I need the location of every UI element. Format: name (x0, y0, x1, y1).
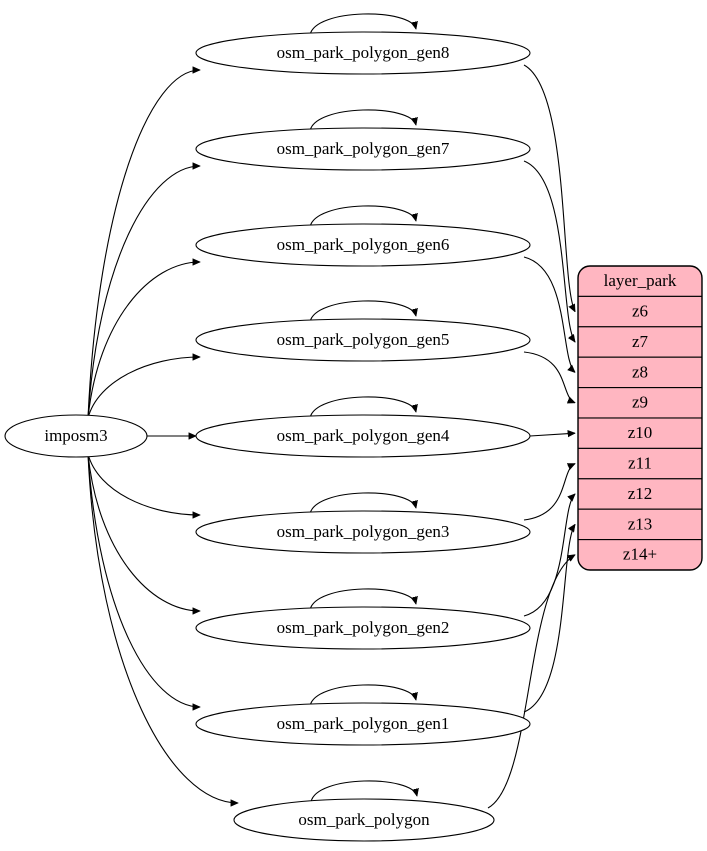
table-rows: layer_park z6 z7 z8 z9 z10 z11 z12 z13 z14+ (578, 266, 702, 570)
node-label-osm_park_polygon_gen2: osm_park_polygon_gen2 (277, 618, 450, 637)
edge-imposm3-to-osm_park_polygon_gen6 (87, 262, 200, 419)
edge-imposm3-to-osm_park_polygon (87, 453, 238, 803)
node-label-osm_park_polygon: osm_park_polygon (298, 810, 430, 829)
self-loop-osm_park_polygon_gen5 (309, 300, 416, 323)
self-loop-osm_park_polygon_gen3 (309, 492, 416, 515)
edge-osm_park_polygon_gen1-to-z13 (523, 524, 575, 713)
self-loop-edges (309, 13, 417, 803)
table-row-cell-z10 (578, 417, 702, 449)
node-label-osm_park_polygon_gen5: osm_park_polygon_gen5 (277, 330, 450, 349)
table-row-cell-z6 (578, 295, 702, 328)
node-ellipse-osm_park_polygon_gen2[interactable] (195, 606, 531, 650)
table-row-label-z6: z6 (632, 302, 648, 321)
table-outline (577, 265, 703, 571)
table-row-label-z9: z9 (632, 393, 648, 412)
table-row-label-z12: z12 (628, 484, 653, 503)
node-label-osm_park_polygon_gen4: osm_park_polygon_gen4 (277, 426, 450, 445)
edges-to-layer-park (487, 64, 576, 809)
node-ellipse-osm_park_polygon[interactable] (233, 798, 495, 842)
node-osm_park_polygon_gen4[interactable]: osm_park_polygon_gen4 (195, 414, 531, 458)
node-ellipse-osm_park_polygon_gen1[interactable] (195, 702, 531, 746)
node-ellipse-osm_park_polygon_gen3[interactable] (195, 510, 531, 554)
source-node-imposm3: imposm3 (4, 414, 148, 458)
table-row-label-z7: z7 (632, 332, 649, 351)
node-osm_park_polygon_gen8[interactable]: osm_park_polygon_gen8 (195, 31, 531, 75)
node-osm_park_polygon_gen7[interactable]: osm_park_polygon_gen7 (195, 127, 531, 171)
table-row-label-z10: z10 (628, 423, 653, 442)
table-row-label-z8: z8 (632, 362, 648, 381)
edge-imposm3-to-osm_park_polygon_gen5 (87, 357, 200, 419)
layer-park-table: layer_park z6 z7 z8 z9 z10 z11 z12 z13 z14+ (577, 265, 703, 571)
table-row-cell-z13 (578, 508, 702, 541)
node-label-osm_park_polygon_gen7: osm_park_polygon_gen7 (277, 139, 450, 158)
node-ellipse-osm_park_polygon_gen6[interactable] (195, 223, 531, 267)
edge-imposm3-to-osm_park_polygon_gen1 (87, 453, 200, 707)
node-ellipse-osm_park_polygon_gen7[interactable] (195, 127, 531, 171)
table-row-cell-z7 (578, 326, 702, 358)
node-osm_park_polygon_gen2[interactable]: osm_park_polygon_gen2 (195, 606, 531, 650)
table-row-cell-z14+ (578, 539, 702, 570)
self-loop-osm_park_polygon_gen7 (309, 109, 416, 132)
node-label-osm_park_polygon_gen3: osm_park_polygon_gen3 (277, 522, 450, 541)
table-row-label-z13: z13 (628, 514, 653, 533)
self-loop-osm_park_polygon_gen4 (309, 396, 416, 419)
node-label-imposm3: imposm3 (44, 426, 107, 445)
self-loop-osm_park_polygon_gen8 (309, 13, 416, 36)
edge-osm_park_polygon_gen8-to-z6 (523, 64, 576, 312)
node-osm_park_polygon_gen1[interactable]: osm_park_polygon_gen1 (195, 702, 531, 746)
self-loop-osm_park_polygon_gen2 (309, 588, 416, 611)
edge-imposm3-to-osm_park_polygon_gen7 (87, 166, 200, 419)
edge-osm_park_polygon-to-z14+ (487, 555, 575, 809)
self-loop-osm_park_polygon_gen1 (309, 684, 416, 707)
table-row-label-z14+: z14+ (623, 545, 657, 564)
edge-osm_park_polygon_gen6-to-z8 (523, 256, 575, 372)
edge-imposm3-to-osm_park_polygon_gen2 (87, 453, 200, 611)
edge-imposm3-to-osm_park_polygon_gen8 (87, 70, 200, 419)
self-loop-osm_park_polygon_gen6 (309, 205, 416, 228)
edge-osm_park_polygon_gen2-to-z12 (523, 494, 575, 617)
node-osm_park_polygon[interactable]: osm_park_polygon (233, 798, 495, 842)
table-row-label-z11: z11 (628, 454, 652, 473)
edges-from-imposm3 (87, 70, 238, 803)
self-loop-osm_park_polygon (310, 780, 417, 803)
table-title-label: layer_park (604, 271, 677, 290)
edge-imposm3-to-osm_park_polygon_gen3 (87, 453, 200, 515)
edge-osm_park_polygon_gen7-to-z7 (523, 160, 575, 342)
node-ellipse-imposm3[interactable] (4, 414, 148, 458)
table-row-cell-z9 (578, 387, 702, 419)
node-label-osm_park_polygon_gen1: osm_park_polygon_gen1 (277, 714, 450, 733)
node-osm_park_polygon_gen5[interactable]: osm_park_polygon_gen5 (195, 318, 531, 362)
edge-osm_park_polygon_gen4-to-z10 (529, 433, 575, 436)
node-ellipses: osm_park_polygon_gen8 osm_park_polygon_ge… (195, 31, 531, 842)
node-osm_park_polygon_gen3[interactable]: osm_park_polygon_gen3 (195, 510, 531, 554)
node-ellipse-osm_park_polygon_gen5[interactable] (195, 318, 531, 362)
node-osm_park_polygon_gen6[interactable]: osm_park_polygon_gen6 (195, 223, 531, 267)
node-label-osm_park_polygon_gen6: osm_park_polygon_gen6 (277, 235, 450, 254)
node-ellipse-osm_park_polygon_gen8[interactable] (195, 31, 531, 75)
node-ellipse-osm_park_polygon_gen4[interactable] (195, 414, 531, 458)
node-label-osm_park_polygon_gen8: osm_park_polygon_gen8 (277, 43, 450, 62)
edge-osm_park_polygon_gen3-to-z11 (523, 463, 575, 521)
edge-osm_park_polygon_gen5-to-z9 (523, 351, 575, 403)
